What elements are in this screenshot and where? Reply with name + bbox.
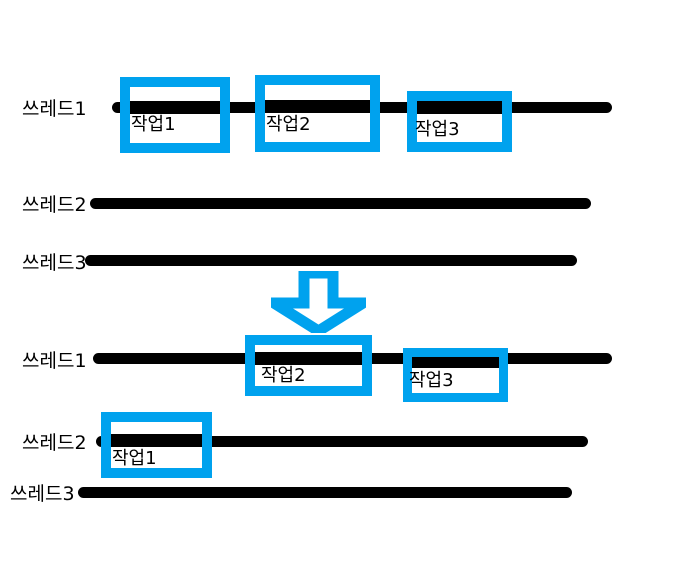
task-box-task3-bottom[interactable]	[403, 348, 508, 402]
task-box-fill-task1-top	[130, 87, 220, 143]
timeline-thread2-top	[90, 198, 591, 209]
task-label-task1-bottom: 작업1	[112, 448, 157, 469]
task-box-task2-bottom[interactable]	[245, 335, 372, 396]
down-arrow-icon	[271, 271, 366, 333]
timeline-segment-task2-bottom	[255, 352, 362, 365]
timeline-segment-task2-top	[265, 100, 370, 113]
task-box-task1-bottom[interactable]	[101, 412, 212, 478]
timeline-segment-task1-bottom	[111, 434, 202, 447]
timeline-thread2-bottom	[96, 436, 588, 447]
task-box-task3-top[interactable]	[407, 91, 512, 152]
task-label-task3-bottom: 작업3	[409, 370, 454, 391]
timeline-thread3-top	[85, 255, 577, 266]
thread-label-thread2-bottom: 쓰레드2	[22, 432, 87, 454]
task-box-task2-top[interactable]	[255, 75, 380, 152]
timeline-segment-task3-bottom	[412, 357, 499, 368]
thread-label-thread2-top: 쓰레드2	[22, 194, 87, 216]
task-label-task2-top: 작업2	[266, 114, 311, 135]
thread-label-thread3-bottom: 쓰레드3	[10, 483, 75, 505]
task-box-fill-task2-bottom	[255, 345, 362, 386]
thread-label-thread3-top: 쓰레드3	[22, 252, 87, 274]
task-label-task1-top: 작업1	[131, 114, 176, 135]
timeline-thread3-bottom	[78, 487, 572, 498]
task-box-fill-task2-top	[265, 85, 370, 142]
thread-label-thread1-bottom: 쓰레드1	[22, 350, 87, 372]
task-label-task2-bottom: 작업2	[261, 365, 306, 386]
thread-label-thread1-top: 쓰레드1	[22, 98, 87, 120]
timeline-segment-task1-top	[130, 101, 220, 114]
task-box-task1-top[interactable]	[120, 77, 230, 153]
task-label-task3-top: 작업3	[415, 119, 460, 140]
timeline-segment-task3-top	[417, 101, 502, 114]
